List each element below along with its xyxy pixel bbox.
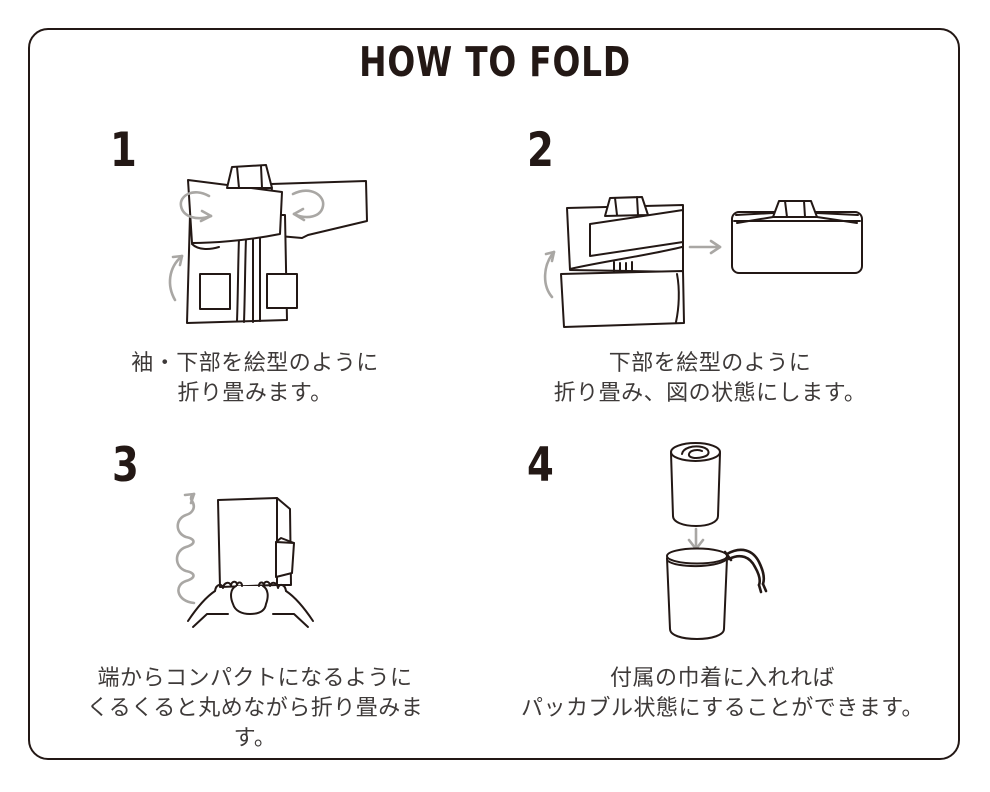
pouch-opening <box>666 547 728 565</box>
rolled-jacket <box>217 497 295 588</box>
jacket-sleeve-fold-illustration <box>168 164 368 324</box>
drawstring-cord <box>725 548 766 586</box>
left-pocket <box>199 273 231 310</box>
hands <box>187 580 314 628</box>
spiral-roll-arrow-icon <box>175 492 196 605</box>
half-folded-jacket <box>560 196 685 328</box>
right-pocket <box>266 273 298 309</box>
folded-jacket-bundle <box>731 200 863 274</box>
left-hand <box>187 590 216 622</box>
roll-top <box>670 442 721 462</box>
collar <box>226 164 273 189</box>
right-curl-arrow-icon <box>291 189 325 219</box>
folded-bottom-band <box>560 270 685 328</box>
step-1-caption: 袖・下部を絵型のように 折り畳みます。 <box>131 351 379 406</box>
step-3-caption: 端からコンパクトになるように くるくると丸めながら折り畳みます。 <box>86 666 424 751</box>
side-flap <box>275 541 295 578</box>
collar <box>772 200 818 218</box>
jacket-bottom-fold-illustration <box>543 196 863 328</box>
drawstring-pouch <box>666 547 768 640</box>
collar <box>604 196 649 217</box>
fold-direction-arrows <box>168 189 325 302</box>
step-3-number: 3 <box>112 438 139 493</box>
roll-spiral <box>681 445 710 459</box>
right-hand <box>285 590 314 622</box>
step-1-number: 1 <box>110 123 137 178</box>
pack-into-pouch-illustration <box>666 442 768 640</box>
folded-left-sleeve <box>187 179 283 244</box>
page-title: HOW TO FOLD <box>359 38 631 86</box>
fold-up-arrow-icon <box>543 250 556 299</box>
left-curl-arrow-icon <box>179 191 213 220</box>
rolled-jacket-cylinder <box>670 442 721 527</box>
step-2-number: 2 <box>527 123 554 178</box>
panel-border <box>28 28 960 760</box>
rolled-edge <box>230 585 269 615</box>
step-2-caption: 下部を絵型のように 折り畳み、図の状態にします。 <box>553 351 867 406</box>
rolling-jacket-illustration <box>175 492 314 628</box>
step-4-caption: 付属の巾着に入れれば パッカブル状態にすることができます。 <box>520 666 925 721</box>
down-arrow-icon <box>687 527 705 551</box>
jacket-outline <box>186 164 368 324</box>
folded-jacket-panel <box>217 497 278 588</box>
bottom-up-arrow-icon <box>168 254 184 302</box>
step-4-number: 4 <box>527 438 554 493</box>
